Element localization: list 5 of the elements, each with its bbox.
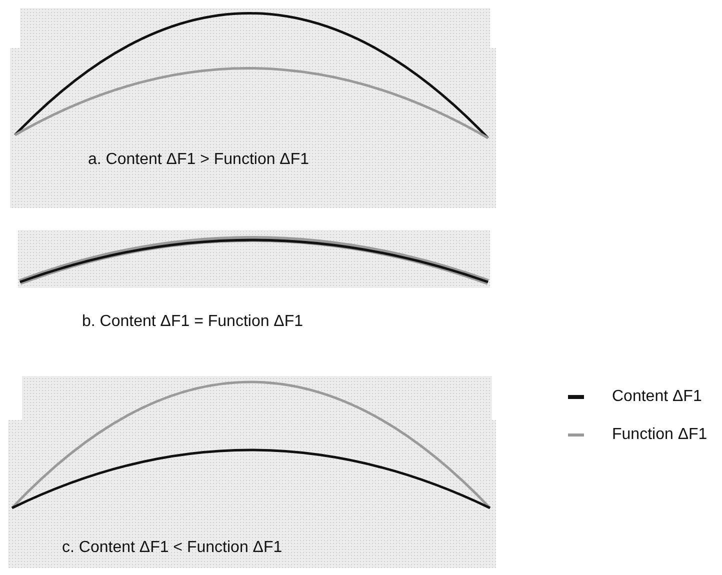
panel-caption: a. Content ΔF1 > Function ΔF1	[88, 150, 310, 170]
legend-label: Content ΔF1	[612, 387, 702, 407]
legend-label: Function ΔF1	[612, 425, 708, 445]
panel-caption: b. Content ΔF1 = Function ΔF1	[82, 312, 304, 332]
panel-caption: c. Content ΔF1 < Function ΔF1	[62, 538, 282, 558]
